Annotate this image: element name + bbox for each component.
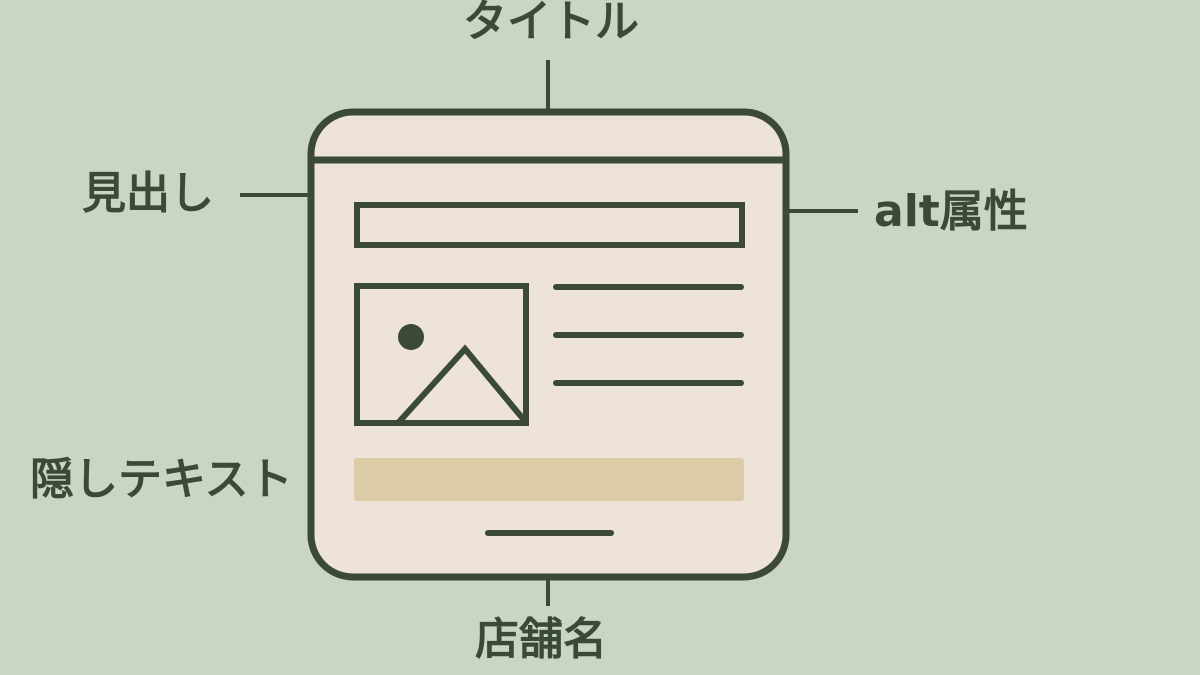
store-name-label: 店舗名 — [475, 614, 607, 665]
image-placeholder-icon — [354, 283, 529, 426]
hidden-text-bar — [354, 458, 744, 501]
title-label: タイトル — [463, 0, 639, 47]
heading-label: 見出し — [82, 168, 214, 219]
alt-attribute-label: alt属性 — [874, 186, 1028, 237]
heading-bar — [354, 202, 745, 248]
hidden-text-label: 隠しテキスト — [30, 454, 293, 505]
